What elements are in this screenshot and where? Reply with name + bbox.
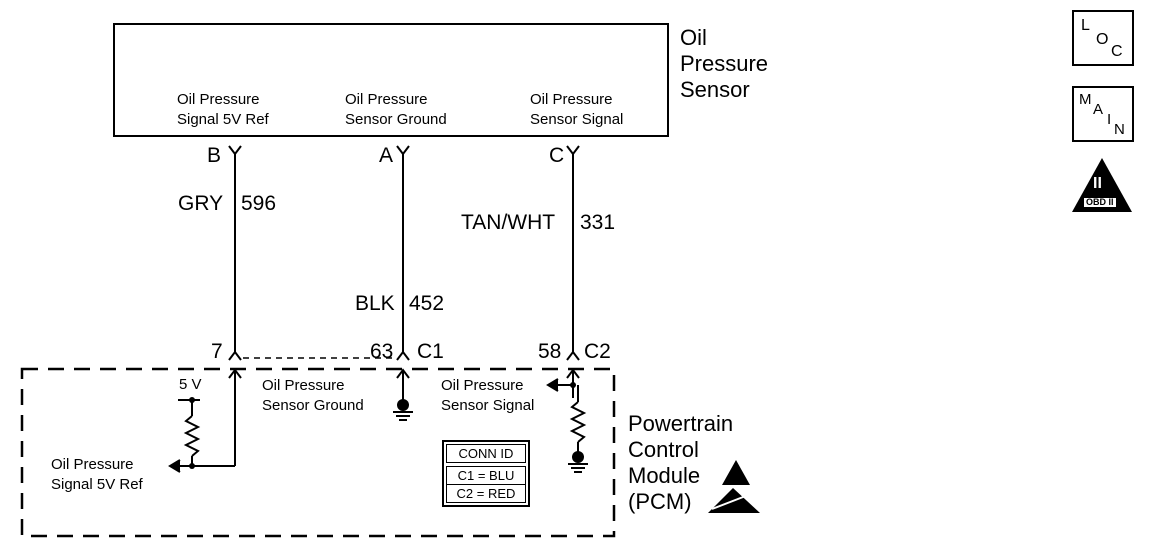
pcm-label-ref: Oil Pressure Signal 5V Ref [51, 456, 143, 493]
voltage-label: 5 V [179, 376, 202, 393]
circuit-596: 596 [241, 192, 277, 215]
circuit-331: 331 [580, 211, 616, 234]
pcm-title: Powertrain Control Module (PCM) [628, 411, 734, 514]
wire-596 [228, 145, 242, 361]
pcm-connector-c1: C1 [417, 340, 444, 363]
wire-color-gry: GRY [178, 192, 224, 215]
conn-id-row-c1: C1 = BLU [446, 466, 526, 485]
ref-circuit [168, 368, 242, 473]
loc-badge: L O C [1072, 10, 1134, 66]
wire-color-blk: BLK [355, 292, 395, 315]
pcm-pin-58: 58 [538, 340, 562, 363]
pcm-box [20, 367, 616, 538]
terminal-c: C [549, 144, 565, 167]
esd-warning-icon [722, 460, 750, 485]
conn-id-table: CONN ID C1 = BLU C2 = RED [442, 440, 530, 507]
wire-452 [396, 145, 410, 361]
ground-circuit [393, 368, 413, 421]
sensor-pin-label-ref: Oil Pressure Signal 5V Ref [177, 91, 269, 128]
conn-id-title: CONN ID [446, 444, 526, 463]
obd-ii-text: OBD II [1084, 197, 1116, 207]
pcm-pin-63: 63 [370, 340, 394, 363]
wire-color-tan-wht: TAN/WHT [461, 211, 556, 234]
pcm-label-signal: Oil Pressure Sensor Signal [441, 377, 535, 414]
sensor-pin-label-signal: Oil Pressure Sensor Signal [530, 91, 624, 128]
sensor-box [113, 23, 669, 137]
circuit-452: 452 [409, 292, 445, 315]
pcm-pin-7: 7 [211, 340, 223, 363]
terminal-b: B [207, 144, 222, 167]
wire-331 [566, 145, 580, 361]
signal-circuit [546, 368, 588, 473]
pcm-connector-c2: C2 [584, 340, 611, 363]
sensor-pin-label-ground: Oil Pressure Sensor Ground [345, 91, 447, 128]
obd-ii-symbol: II [1093, 175, 1102, 192]
sensor-title: Oil Pressure Sensor [680, 25, 769, 102]
terminal-a: A [379, 144, 394, 167]
pcm-label-ground: Oil Pressure Sensor Ground [262, 377, 364, 414]
main-badge: M A I N [1072, 86, 1134, 142]
conn-id-row-c2: C2 = RED [446, 485, 526, 503]
